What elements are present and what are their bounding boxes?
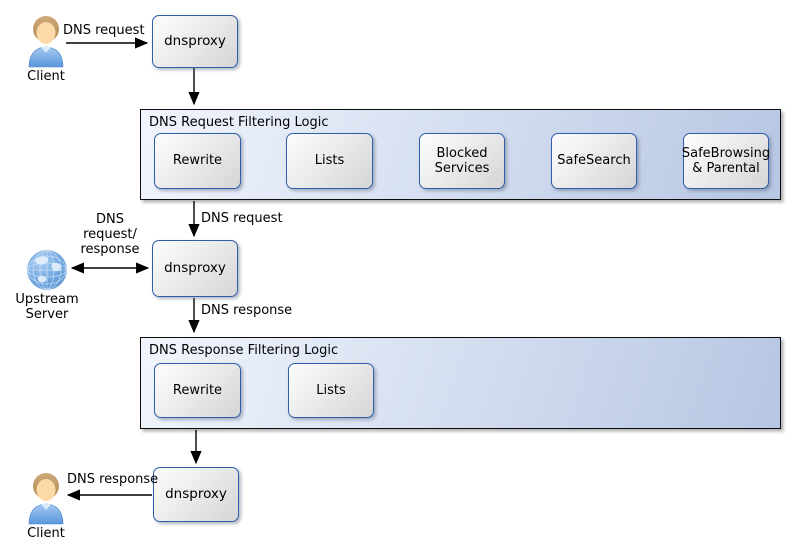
dnsproxy-middle-label: dnsproxy: [164, 259, 226, 276]
client-bottom-label: Client: [27, 526, 65, 541]
client-top-label: Client: [27, 69, 65, 84]
dnsproxy-bottom-label: dnsproxy: [165, 485, 227, 502]
filter-box-safesearch: SafeSearch: [551, 133, 637, 189]
response-filtering-title: DNS Response Filtering Logic: [149, 343, 339, 358]
request-filtering-container: DNS Request Filtering Logic Rewrite List…: [140, 109, 781, 200]
dnsproxy-bottom-node: dnsproxy: [153, 467, 239, 522]
client-request-edge-label: DNS request: [63, 23, 145, 38]
dnsproxy-middle-node: dnsproxy: [152, 240, 238, 297]
response-box-rewrite-label: Rewrite: [172, 382, 223, 398]
response-to-client-edge-label: DNS response: [67, 472, 159, 487]
filter-box-lists: Lists: [286, 133, 373, 189]
response-filtering-container: DNS Response Filtering Logic Rewrite Lis…: [140, 337, 781, 429]
response-box-rewrite: Rewrite: [154, 363, 241, 418]
upstream-server-label: Upstream Server: [15, 292, 79, 322]
filter-box-safebrowsing-label: SafeBrowsing & Parental: [681, 145, 771, 176]
request-filtering-title: DNS Request Filtering Logic: [149, 115, 329, 130]
filter-box-blocked-services: Blocked Services: [419, 133, 505, 189]
dnsproxy-top-node: dnsproxy: [152, 15, 238, 68]
dnsproxy-top-label: dnsproxy: [164, 32, 226, 49]
client-icon-bottom: [26, 471, 66, 525]
dns-response-edge-label: DNS response: [201, 303, 293, 318]
globe-icon: [26, 249, 68, 291]
filter-box-rewrite: Rewrite: [154, 133, 241, 189]
response-box-lists-label: Lists: [316, 382, 346, 398]
filter-box-blocked-services-label: Blocked Services: [434, 145, 490, 176]
response-box-lists: Lists: [288, 363, 374, 418]
filter-box-safesearch-label: SafeSearch: [557, 153, 631, 169]
filter-box-rewrite-label: Rewrite: [172, 153, 223, 169]
upstream-exchange-edge-label: DNS request/ response: [80, 212, 140, 257]
client-icon: [26, 14, 66, 68]
filter-box-lists-label: Lists: [314, 153, 345, 169]
dns-request-edge-label: DNS request: [201, 211, 283, 226]
filter-box-safebrowsing: SafeBrowsing & Parental: [681, 133, 771, 189]
